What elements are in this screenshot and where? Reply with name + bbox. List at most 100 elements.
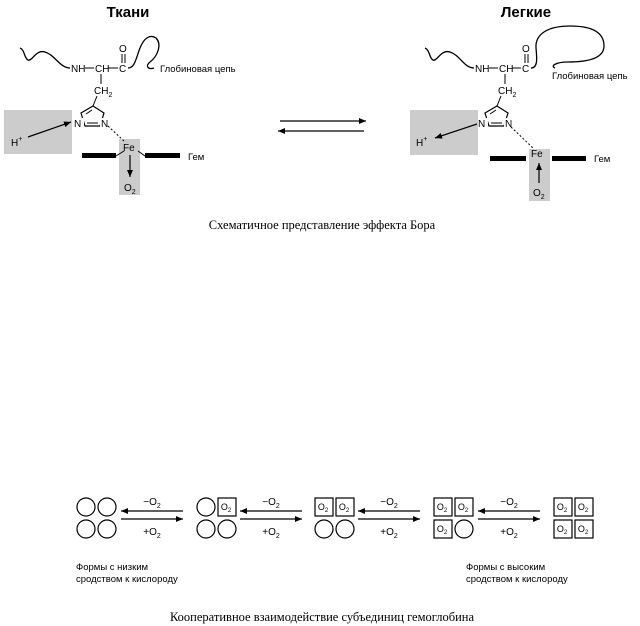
heme-label: Гем (594, 154, 610, 165)
oxy-subunit (314, 497, 334, 517)
oxy-subunit (574, 519, 594, 539)
oxy-subunit (454, 497, 474, 517)
oxy-subunit (217, 497, 237, 517)
deoxy-subunit (314, 519, 334, 539)
deoxy-subunit (97, 497, 117, 517)
n-right-label: N (505, 119, 512, 130)
heme-bar-right (552, 156, 586, 161)
o-label: O (522, 44, 530, 55)
bohr-caption: Схематичное представление эффекта Бора (209, 218, 436, 232)
deoxy-subunit (217, 519, 237, 539)
plus-o2-label: +O2 (380, 527, 398, 540)
high-affinity-line2: сродством к кислороду (466, 574, 568, 585)
globin-chain-left (424, 47, 475, 69)
heme-bar-left (82, 153, 116, 158)
n-bg (74, 118, 84, 129)
c-label: C (522, 64, 529, 75)
oxy-subunit (574, 497, 594, 517)
imidazole-ring (484, 105, 509, 127)
globin-chain-label: Глобиновая цепь (552, 71, 628, 82)
n-fe-dashed-bond (107, 125, 125, 142)
c-label: C (119, 64, 126, 75)
heme-bond (115, 150, 125, 157)
heme-bond (137, 150, 146, 157)
ch2-label: CH2 (498, 86, 516, 99)
minus-o2-label: −O2 (262, 497, 280, 510)
n-bg (504, 118, 514, 129)
plus-o2-label: +O2 (500, 527, 518, 540)
ch-label: CH (95, 64, 109, 75)
n-left-label: N (478, 119, 485, 130)
proton-label: H+ (416, 136, 427, 149)
o2-label: O2 (533, 188, 545, 201)
fe-label: Fe (123, 143, 135, 154)
oxy-subunit (335, 497, 355, 517)
minus-o2-label: −O2 (500, 497, 518, 510)
lung-panel: Легкие NH CH C O Глобиновая цепь CH2 N N… (410, 4, 628, 201)
minus-o2-label: −O2 (143, 497, 161, 510)
tissue-title: Ткани (107, 4, 150, 21)
deoxy-subunit (196, 497, 216, 517)
n-right-label: N (101, 119, 108, 130)
heme-label: Гем (188, 152, 204, 163)
equilibrium-arrows (278, 118, 366, 134)
globin-chain-left (19, 47, 71, 69)
low-affinity-line1: Формы с низким (76, 562, 148, 573)
bond (496, 95, 502, 107)
oxy-subunit-label: O2 (458, 502, 469, 514)
oxy-subunit-label: O2 (221, 502, 232, 514)
tissue-panel: Ткани NH CH C O Глобиновая цепь CH2 N N … (4, 4, 236, 196)
oxy-subunit-label: O2 (437, 502, 448, 514)
ch-label: CH (499, 64, 513, 75)
oxy-subunit (433, 519, 453, 539)
plus-o2-label: +O2 (262, 527, 280, 540)
nh-label: NH (71, 64, 85, 75)
deoxy-subunit (76, 519, 96, 539)
o2-label: O2 (124, 183, 136, 196)
globin-chain-loop (127, 35, 160, 70)
o-label: O (119, 44, 127, 55)
bond (92, 95, 98, 107)
deoxy-subunit (97, 519, 117, 539)
high-affinity-line1: Формы с высоким (466, 562, 545, 573)
n-left-label: N (74, 119, 81, 130)
oxy-subunit-label: O2 (578, 502, 589, 514)
deoxy-subunit (76, 497, 96, 517)
low-affinity-line2: сродством к кислороду (76, 574, 178, 585)
heme-bar-right (145, 153, 180, 158)
proton-arrow (27, 121, 72, 138)
n-bg (478, 118, 488, 129)
proton-box (4, 110, 72, 154)
deoxy-subunit (335, 519, 355, 539)
cooperative-caption: Кооперативное взаимодействие субъединиц … (170, 610, 474, 624)
oxy-subunit (553, 519, 573, 539)
proton-label: H+ (11, 136, 22, 149)
oxy-subunit-label: O2 (339, 502, 350, 514)
oxy-subunit-label: O2 (557, 524, 568, 536)
plus-o2-label: +O2 (143, 527, 161, 540)
oxy-subunit (553, 497, 573, 517)
n-fe-dashed-bond (510, 126, 534, 149)
oxy-subunit (433, 497, 453, 517)
heme-bar-left (490, 156, 526, 161)
n-bg (100, 118, 110, 129)
ch2-label: CH2 (94, 86, 112, 99)
imidazole-ring (80, 105, 105, 127)
globin-chain-loop (530, 25, 605, 69)
oxy-subunit-label: O2 (318, 502, 329, 514)
proton-box (410, 110, 478, 155)
deoxy-subunit (454, 519, 474, 539)
oxy-subunit-label: O2 (557, 502, 568, 514)
nh-label: NH (475, 64, 489, 75)
globin-chain-label: Глобиновая цепь (160, 64, 236, 75)
lung-title: Легкие (501, 4, 551, 21)
double-bond (489, 109, 497, 115)
minus-o2-label: −O2 (380, 497, 398, 510)
oxy-subunit-label: O2 (578, 524, 589, 536)
double-bond (85, 109, 93, 115)
fe-label: Fe (531, 149, 543, 160)
proton-arrow (434, 123, 478, 139)
oxy-subunit-label: O2 (437, 524, 448, 536)
